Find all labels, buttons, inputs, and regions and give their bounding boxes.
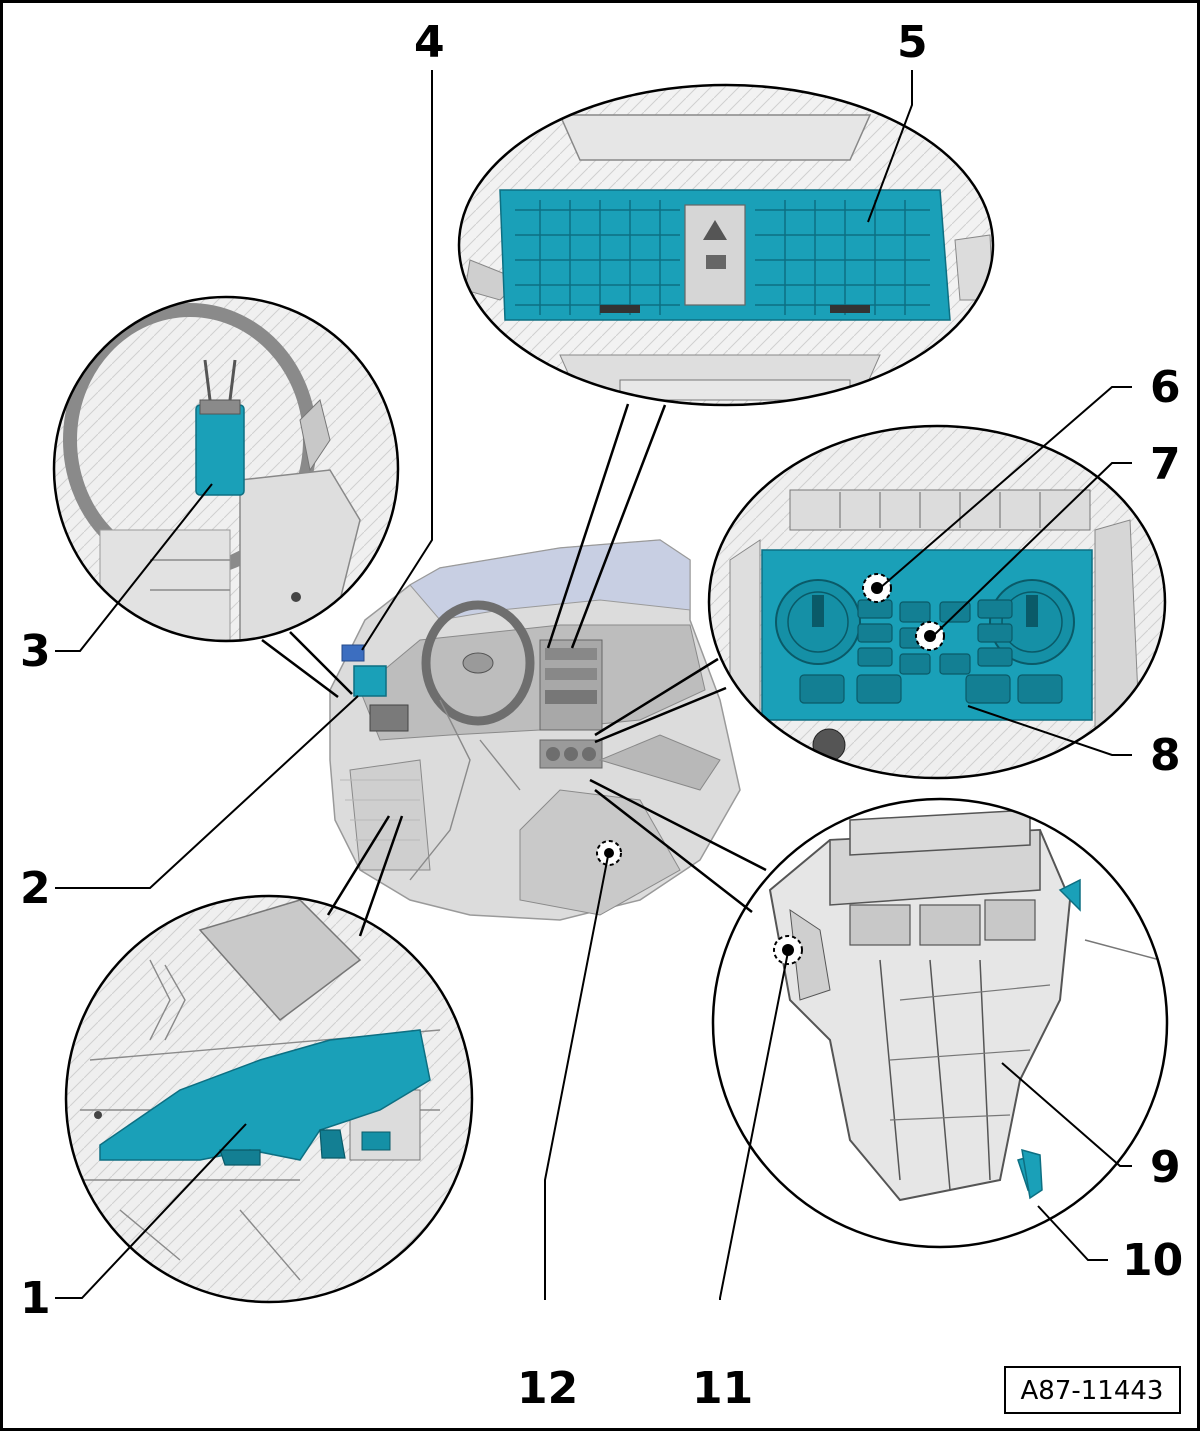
detail-heater-unit [589, 778, 1169, 1249]
callout-6: 6 [1150, 362, 1181, 413]
leader-1 [55, 1123, 247, 1299]
leader-6 [879, 386, 1132, 589]
callout-numbers: 1 2 3 4 5 6 7 8 9 10 11 12 [20, 17, 1183, 1414]
leader-3 [55, 483, 213, 652]
leader-12 [544, 855, 609, 1300]
detail-footwell-duct [64, 815, 474, 1304]
leader-4 [361, 70, 433, 651]
figure-reference-code: A87-11443 [1021, 1376, 1164, 1406]
leader-2 [55, 695, 359, 889]
callout-2: 2 [20, 863, 51, 914]
callout-9: 9 [1150, 1142, 1181, 1193]
detail-left-sensor [52, 295, 400, 698]
callout-12: 12 [517, 1363, 578, 1414]
detail-center-vent [457, 83, 995, 649]
leader-10 [1037, 1205, 1108, 1261]
leader-lines [55, 70, 1132, 1300]
figure-reference-box: A87-11443 [1004, 1366, 1181, 1414]
dashboard-overview [329, 539, 741, 921]
callout-11: 11 [692, 1363, 753, 1414]
leader-5 [867, 70, 913, 223]
callout-3: 3 [20, 626, 51, 677]
callout-7: 7 [1150, 439, 1181, 490]
leader-11 [719, 951, 789, 1300]
callout-4: 4 [414, 17, 445, 68]
callout-5: 5 [897, 17, 928, 68]
detail-climate-control-panel [594, 424, 1167, 780]
leader-7 [932, 462, 1132, 637]
leader-9 [1001, 1062, 1132, 1167]
callout-8: 8 [1150, 730, 1181, 781]
leader-8 [967, 705, 1132, 756]
callout-1: 1 [20, 1273, 51, 1324]
callout-10: 10 [1122, 1235, 1183, 1286]
